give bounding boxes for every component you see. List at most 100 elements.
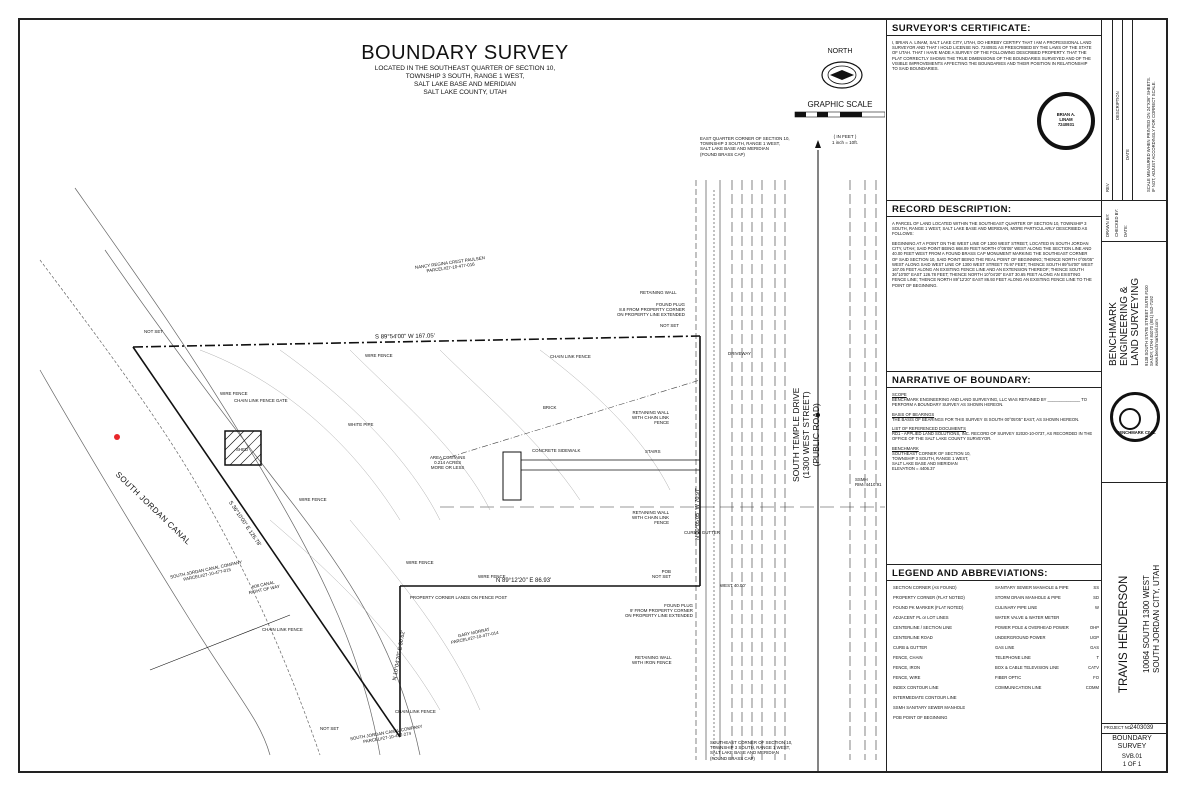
logo-text: BENCHMARK CIVIL [1116, 430, 1156, 435]
southeast-corner-note: SOUTHEAST CORNER OF SECTION 10, TOWNSHIP… [710, 740, 793, 761]
legend-right-item: FIBER OPTIC FO [995, 675, 1099, 685]
checked-by-label: CHECKED BY: [1114, 208, 1119, 237]
shed-label: SHED [236, 447, 249, 452]
concrete-sidewalk-label: CONCRETE SIDEWALK [532, 448, 581, 453]
sheet-id: SVB.01 [1121, 754, 1143, 760]
firm-address: 9138 SOUTH STATE STREET SUITE #100 SANDY… [1144, 285, 1160, 366]
legend-right-code: CATV [1088, 665, 1099, 670]
retaining-wall-chain-note: RETAINING WALL WITH CHAIN LINK FENCE [632, 410, 670, 426]
survey-plan [39, 61, 885, 771]
legend-right-item: TELEPHONE LINE T [995, 655, 1099, 665]
wire-fence-4: WIRE FENCE [406, 560, 434, 565]
refs-text: RD1 - APPLIED LAND SOLUTIONS, INC. RECOR… [892, 431, 1093, 442]
legend-left-item: SSMH SANITARY SEWER MANHOLE [893, 705, 966, 710]
bearing-south-line: N 89°12'20" E 86.93' [496, 578, 552, 584]
not-set-2: NOT SET [660, 323, 679, 328]
client-name: TRAVIS HENDERSON [1118, 575, 1130, 693]
legend-left-item: CENTERLINE / SECTION LINE [893, 625, 953, 630]
wire-fence-1: WIRE FENCE [220, 391, 248, 396]
chain-link-fence-label-2: CHAIN LINK FENCE [262, 627, 303, 632]
legend-panel: LEGEND AND ABBREVIATIONS: SECTION CORNER… [887, 565, 1101, 771]
chain-link-fence-label-3: CHAIN LINK FENCE [395, 709, 436, 714]
found-plug-1-note: FOUND PLUG 8.8 FROM PROPERTY CORNER ON P… [617, 302, 685, 318]
stairs-label: STAIRS [645, 449, 661, 454]
drawing-subtitle: LOCATED IN THE SOUTHEAST QUARTER OF SECT… [374, 65, 556, 96]
legend-left-item: FENCE, CHAIN [893, 655, 923, 660]
surveyor-certificate-panel: SURVEYOR'S CERTIFICATE: I, BRIAN A. LINA… [887, 20, 1101, 201]
basis-text: THE BASIS OF BEARINGS FOR THIS SURVEY IS… [892, 416, 1080, 422]
heading-divider [887, 387, 1101, 388]
scope-heading: SCOPE [892, 392, 907, 397]
legend-right-code: T [1096, 655, 1099, 660]
chain-link-fence-label: CHAIN LINK FENCE [550, 354, 591, 359]
wire-fence-5: WIRE FENCE [478, 574, 506, 579]
legend-right-label: TELEPHONE LINE [995, 655, 1031, 660]
area-note: AREA CONTAINS 0.214 ACRES MORE OR LESS [430, 455, 466, 471]
bearing-north-line: S 89°54'00" W 167.05' [374, 333, 435, 341]
revision-table: DESCRIPTION DATE REV SCALE MEASURED WHEN… [1102, 20, 1167, 201]
chain-link-gate-label: CHAIN LINK FENCE GATE [234, 398, 288, 403]
legend-right-label: FIBER OPTIC [995, 675, 1022, 680]
legend-left-item: INDEX CONTOUR LINE [893, 685, 939, 690]
benchmark-heading: BENCHMARK [892, 445, 919, 451]
legend-right-code: SD [1093, 595, 1099, 600]
driveway-label: DRIVEWAY [728, 351, 751, 356]
record-description-panel: RECORD DESCRIPTION: A PARCEL OF LAND LOC… [887, 201, 1101, 372]
drawing-sheet: BOUNDARY SURVEY LOCATED IN THE SOUTHEAST… [18, 18, 1168, 773]
legend-right-code: OHP [1089, 625, 1099, 630]
drawing-title: BOUNDARY SURVEY [361, 42, 569, 64]
curb-gutter-label: CURB & GUTTER [684, 530, 720, 535]
legend-right-label: UNDERGROUND POWER [995, 635, 1046, 640]
benchmark-text: SOUTHEAST CORNER OF SECTION 10, TOWNSHIP… [892, 450, 971, 472]
legend-right-label: COMMUNICATION LINE [995, 685, 1042, 690]
firm-name: BENCHMARK ENGINEERING & LAND SURVEYING [1108, 246, 1141, 366]
legend-left-item: FENCE, WIRE [893, 675, 921, 680]
legend-right-label: WATER VALVE & WATER METER [995, 615, 1060, 620]
sheet-title-1: BOUNDARY [1112, 735, 1152, 742]
sheet-info: PROJECT NO. 2403039 [1102, 724, 1167, 771]
legend-right-code: COMM [1085, 685, 1099, 690]
legend-left-item: PROPERTY CORNER (FLAT NOTED) [893, 595, 965, 600]
legend-right-label: SANITARY SEWER MANHOLE & PIPE [995, 585, 1069, 590]
legend-right-label: GAS LINE [995, 645, 1015, 650]
sheet-number: SVB.01 1 OF 1 [1101, 753, 1163, 769]
legend-right-item: WATER VALVE & WATER METER [995, 615, 1099, 625]
legend-right-code: FO [1093, 675, 1099, 680]
sheet-title-2: SURVEY [1117, 743, 1147, 750]
legend-left-item: POB POINT OF BEGINNING [893, 715, 948, 720]
retaining-wall-note: RETAINING WALL [640, 290, 677, 295]
scope-text: BENCHMARK ENGINEERING AND LAND SURVEYING… [892, 397, 1087, 408]
legend-right-item: COMMUNICATION LINE COMM [995, 685, 1099, 695]
road-name-2: (1300 WEST STREET) [801, 391, 811, 479]
property-corner-lands-label: PROPERTY CORNER LANDS ON FENCE POST [410, 595, 508, 600]
site-address: 10064 SOUTH 1300 WEST SOUTH JORDAN CITY,… [1142, 493, 1162, 673]
not-set-1: NOT SET [144, 329, 163, 334]
drawn-by-label: DRAWN BY: [1105, 213, 1110, 237]
legend-left-item: ADJACENT PL or LOT LINES [893, 615, 949, 620]
road-public: (PUBLIC ROAD) [811, 403, 821, 467]
benchmark-logo-icon: BENCHMARK CIVIL [1110, 392, 1160, 442]
legend-right-label: POWER POLE & OVERHEAD POWER [995, 625, 1069, 630]
found-plug-2-note: FOUND PLUG 9' FROM PROPERTY CORNER ON PR… [625, 603, 693, 619]
north-label: NORTH [827, 48, 853, 55]
narrative-body: SCOPE BENCHMARK ENGINEERING AND LAND SUR… [892, 392, 1094, 472]
legend-left-column: SECTION CORNER (AS FOUND)PROPERTY CORNER… [893, 585, 993, 725]
ssmh-label: SSMH RIM=4410.91 [855, 477, 882, 488]
red-marker-point [114, 434, 120, 440]
graphic-scale-bar [794, 111, 885, 118]
record-description-p2: BEGINNING AT A POINT ON THE WEST LINE OF… [892, 241, 1094, 288]
road-name: SOUTH TEMPLE DRIVE [791, 387, 801, 482]
legend-heading: LEGEND AND ABBREVIATIONS: [892, 568, 1048, 579]
brick-label: BRICK [543, 405, 557, 410]
surveyor-certificate-body: I, BRIAN A. LINAM, SALT LAKE CITY, UTAH,… [892, 40, 1092, 72]
project-no: 2403039 [1130, 725, 1154, 731]
wire-fence-3: WIRE FENCE [299, 497, 327, 502]
sheet-title: BOUNDARY SURVEY [1101, 735, 1163, 751]
road-label: SOUTH TEMPLE DRIVE (1300 WEST STREET) (P… [791, 388, 821, 482]
